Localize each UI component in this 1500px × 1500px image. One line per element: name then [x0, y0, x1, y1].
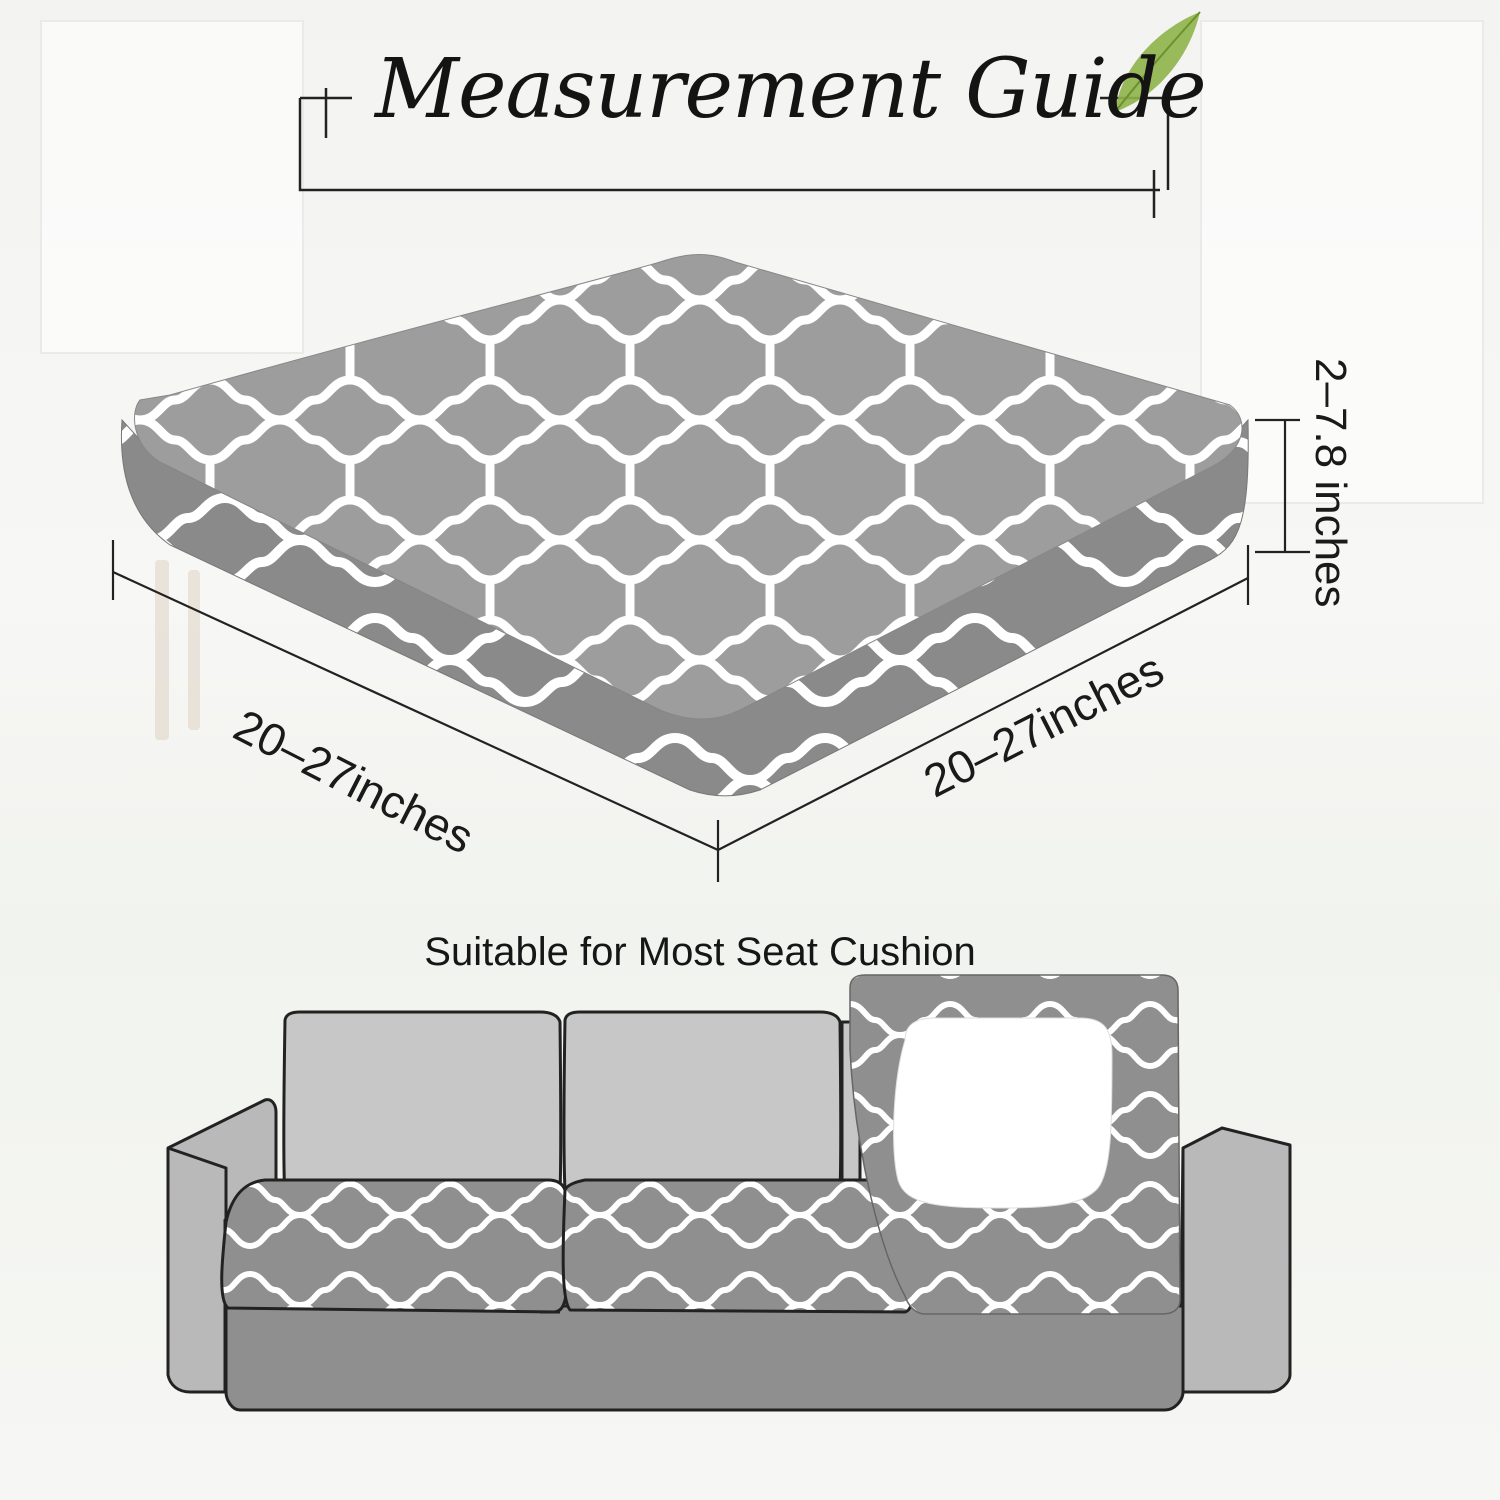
page-title: Measurement Guide — [375, 42, 1207, 137]
dimension-lines — [111, 418, 1310, 882]
cushion-illustration — [120, 254, 1249, 797]
caption: Suitable for Most Seat Cushion — [424, 930, 976, 974]
height-dimension-label: 2–7.8 inches — [1306, 358, 1355, 608]
seat-cover-illustration — [849, 974, 1181, 1315]
leaf-icon — [1114, 11, 1201, 113]
title-bracket — [298, 88, 1170, 218]
sofa-seat-cushion-left — [220, 1178, 570, 1314]
sofa-base — [224, 1304, 1185, 1412]
sofa-arm-right — [1178, 1126, 1292, 1394]
background-window — [40, 20, 304, 354]
sofa-illustration — [166, 1010, 1292, 1412]
background-table-leg — [155, 560, 169, 740]
sofa-seat-cushion-right — [561, 1178, 917, 1314]
seat-cover-opening — [893, 1017, 1113, 1209]
cushion-top-face — [134, 254, 1243, 720]
